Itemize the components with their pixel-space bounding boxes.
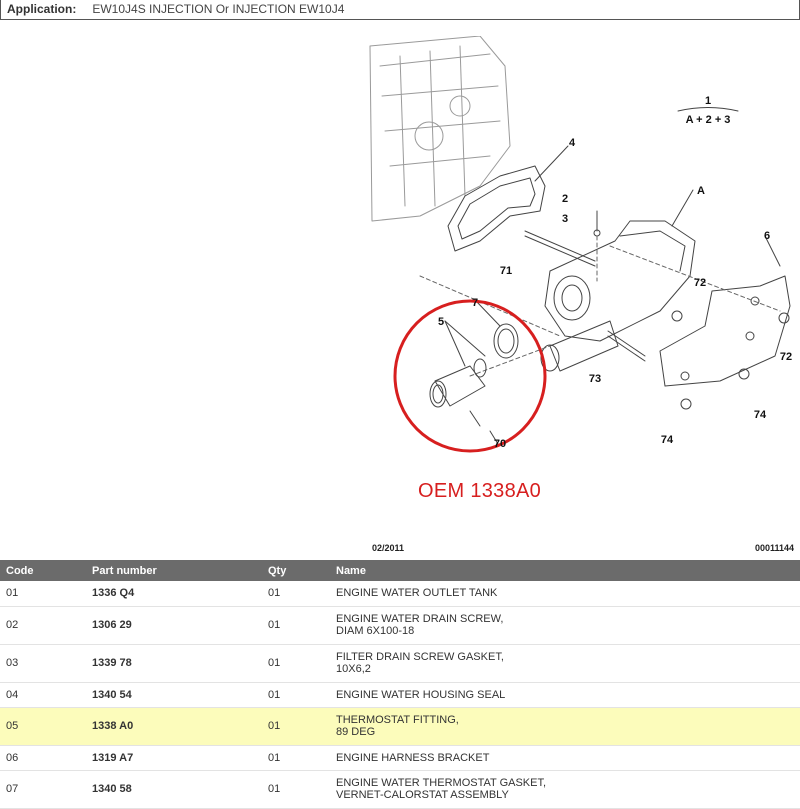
table-row[interactable]: 01 1336 Q4 01 ENGINE WATER OUTLET TANK — [0, 581, 800, 607]
callout-a: A — [697, 185, 705, 197]
callout-6: 6 — [764, 230, 770, 242]
application-header: Application: EW10J4S INJECTION Or INJECT… — [0, 0, 800, 20]
callout-1: 1 — [705, 95, 711, 107]
col-qty-header[interactable]: Qty — [262, 560, 330, 581]
callout-3: 3 — [562, 213, 568, 225]
cell-part-number[interactable]: 1340 54 — [86, 682, 262, 708]
cell-name: FILTER DRAIN SCREW GASKET, 10X6,2 — [330, 644, 800, 683]
highlight-circle — [393, 299, 547, 453]
cell-name: ENGINE WATER OUTLET TANK — [330, 581, 800, 607]
cell-name: ENGINE HARNESS BRACKET — [330, 745, 800, 771]
col-name-header[interactable]: Name — [330, 560, 800, 581]
diagram-ref: 00011144 — [755, 543, 795, 553]
cell-code: 03 — [0, 644, 86, 683]
callout-2: 2 — [562, 193, 568, 205]
cell-name: ENGINE WATER HOUSING SEAL — [330, 682, 800, 708]
cell-part-number[interactable]: 1340 58 — [86, 770, 262, 809]
callout-72a: 72 — [694, 277, 706, 289]
cell-qty: 01 — [262, 745, 330, 771]
cell-qty: 01 — [262, 682, 330, 708]
callout-71: 71 — [500, 265, 512, 277]
callout-72b: 72 — [780, 351, 792, 363]
water-housing-drawing — [544, 220, 696, 342]
bracket-drawing — [659, 275, 791, 387]
application-row: Application: EW10J4S INJECTION Or INJECT… — [7, 2, 344, 16]
cell-code: 04 — [0, 682, 86, 708]
cell-part-number[interactable]: 1336 Q4 — [86, 581, 262, 607]
callout-7: 7 — [472, 297, 478, 309]
table-row[interactable]: 07 1340 58 01 ENGINE WATER THERMOSTAT GA… — [0, 770, 800, 809]
cell-code: 06 — [0, 745, 86, 771]
cell-part-number[interactable]: 1339 78 — [86, 644, 262, 683]
cell-qty: 01 — [262, 606, 330, 645]
exploded-parts-diagram: 1 A + 2 + 3 2 3 4 A 6 5 7 71 72 72 73 74… — [369, 36, 792, 453]
table-row[interactable]: 04 1340 54 01 ENGINE WATER HOUSING SEAL — [0, 682, 800, 708]
table-row[interactable]: 02 1306 29 01 ENGINE WATER DRAIN SCREW, … — [0, 606, 800, 645]
callout-4: 4 — [569, 137, 576, 149]
application-label: Application: — [7, 2, 77, 16]
cell-code: 07 — [0, 770, 86, 809]
diagram-date: 02/2011 — [372, 543, 405, 553]
col-part-number-header[interactable]: Part number — [86, 560, 262, 581]
parts-table: Code Part number Qty Name 01 1336 Q4 01 … — [0, 560, 800, 809]
table-row[interactable]: 03 1339 78 01 FILTER DRAIN SCREW GASKET,… — [0, 644, 800, 683]
cell-qty: 01 — [262, 770, 330, 809]
cell-qty: 01 — [262, 707, 330, 746]
callout-73: 73 — [589, 373, 601, 385]
cell-code: 02 — [0, 606, 86, 645]
cell-name: ENGINE WATER DRAIN SCREW, DIAM 6X100-18 — [330, 606, 800, 645]
cell-part-number[interactable]: 1306 29 — [86, 606, 262, 645]
table-row[interactable]: 06 1319 A7 01 ENGINE HARNESS BRACKET — [0, 745, 800, 771]
gasket-drawing — [447, 165, 546, 252]
cell-code: 05 — [0, 707, 86, 746]
cell-part-number[interactable]: 1338 A0 — [86, 707, 262, 746]
cell-name: ENGINE WATER THERMOSTAT GASKET, VERNET-C… — [330, 770, 800, 809]
col-code-header[interactable]: Code — [0, 560, 86, 581]
cell-code: 01 — [0, 581, 86, 607]
callout-74b: 74 — [661, 434, 674, 446]
cell-name: THERMOSTAT FITTING, 89 DEG — [330, 707, 800, 746]
cell-qty: 01 — [262, 644, 330, 683]
callout-a-2-3: A + 2 + 3 — [686, 114, 731, 126]
table-row-highlighted[interactable]: 05 1338 A0 01 THERMOSTAT FITTING, 89 DEG — [0, 707, 800, 746]
cell-part-number[interactable]: 1319 A7 — [86, 745, 262, 771]
oem-caption: OEM 1338A0 — [418, 480, 542, 502]
callout-74a: 74 — [754, 409, 767, 421]
callout-70: 70 — [494, 438, 506, 450]
thermostat-drawing — [429, 323, 519, 427]
application-value: EW10J4S INJECTION Or INJECTION EW10J4 — [92, 2, 345, 16]
table-header-row: Code Part number Qty Name — [0, 560, 800, 581]
engine-block-drawing — [369, 36, 511, 222]
cell-qty: 01 — [262, 581, 330, 607]
callout-5: 5 — [438, 316, 444, 328]
